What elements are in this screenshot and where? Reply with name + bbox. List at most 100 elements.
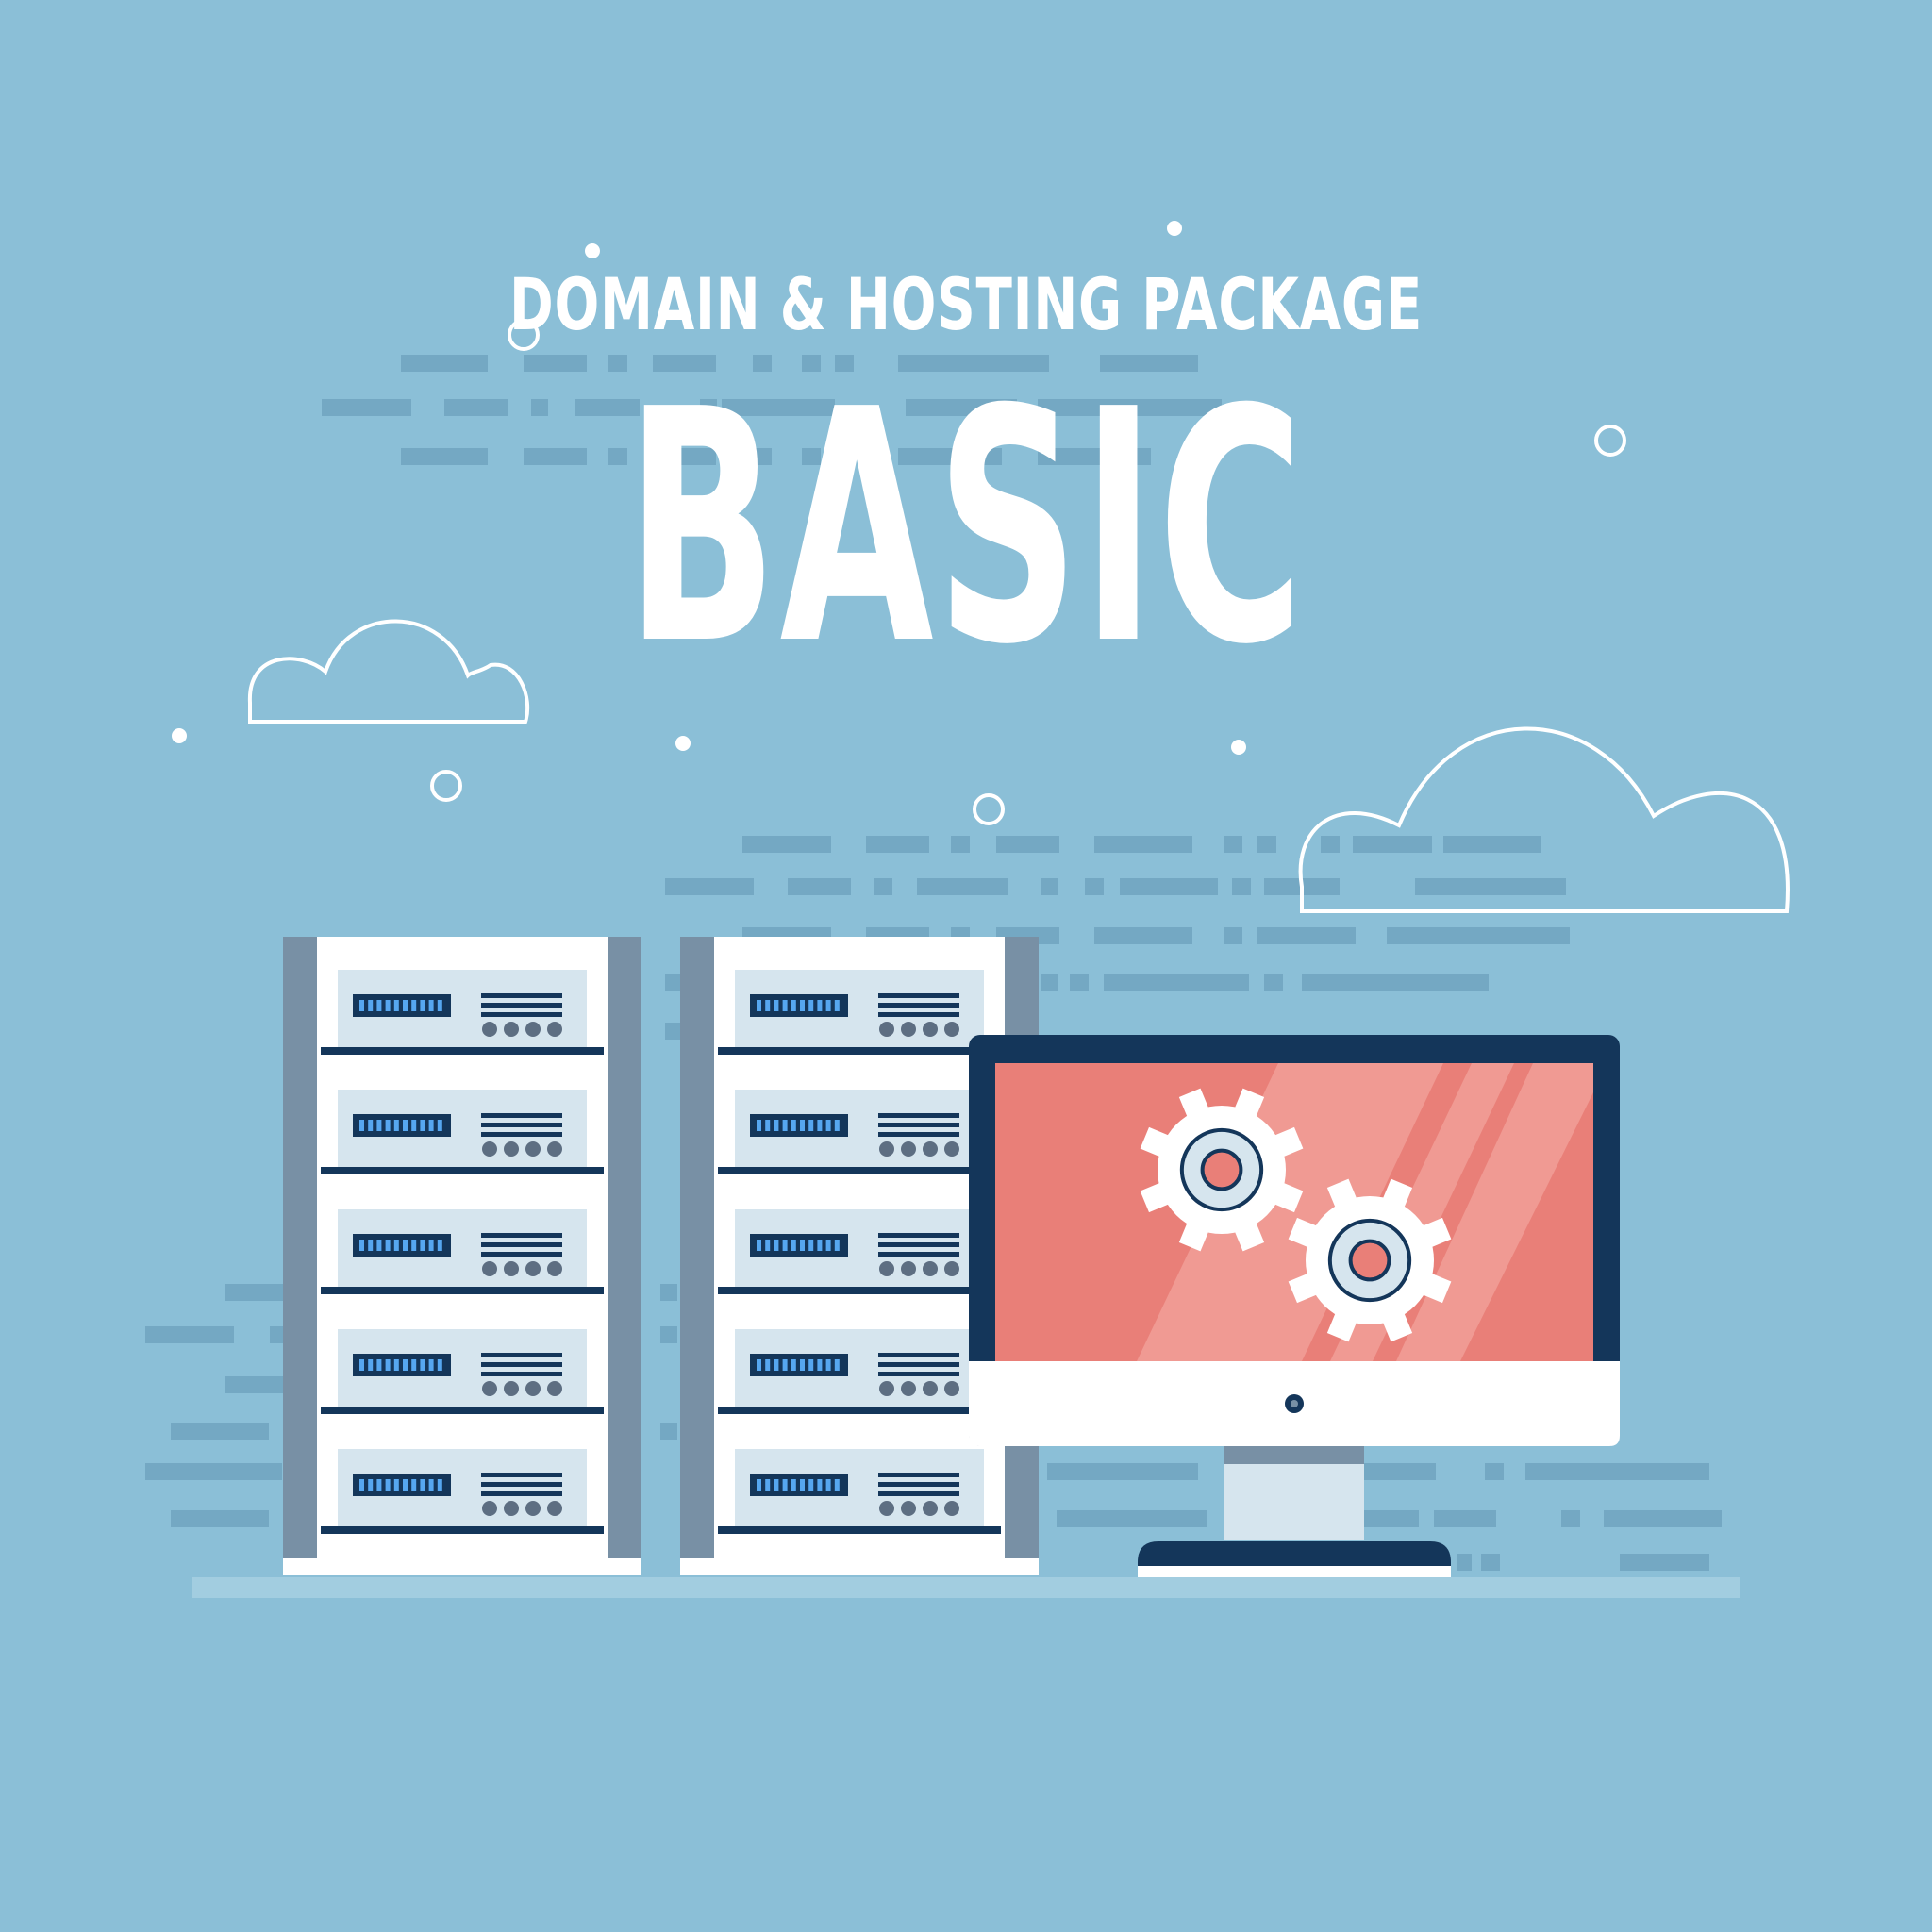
vent-line (481, 1473, 562, 1477)
vent-line (481, 1353, 562, 1357)
monitor-stand-collar (1224, 1445, 1364, 1464)
server-button-icon (504, 1501, 519, 1516)
server-unit-shadow (718, 1167, 1001, 1174)
indicator-led (817, 1120, 823, 1131)
background-dash (575, 399, 640, 416)
dot-icon (1167, 221, 1182, 236)
indicator-led (765, 1000, 771, 1011)
background-dash (1620, 1554, 1709, 1571)
background-dash (874, 878, 892, 895)
background-dash (608, 355, 627, 372)
indicator-led (376, 1120, 382, 1131)
indicator-led (800, 1000, 805, 1011)
background-dash (1094, 836, 1192, 853)
indicator-led (791, 1240, 796, 1251)
server-unit (718, 1305, 1001, 1414)
server-display (750, 1114, 848, 1137)
indicator-led (817, 1240, 823, 1251)
server-button-icon (923, 1381, 938, 1396)
server-button-icon (504, 1022, 519, 1037)
background-dash (753, 355, 772, 372)
background-dash (524, 355, 587, 372)
indicator-led (757, 1000, 761, 1011)
server-rack-icon (283, 937, 641, 1575)
indicator-led (782, 1240, 788, 1251)
server-button-icon (547, 1141, 562, 1157)
indicator-led (437, 1359, 442, 1371)
server-unit-shadow (321, 1047, 604, 1055)
indicator-led (765, 1120, 771, 1131)
background-dash (1594, 1463, 1709, 1480)
indicator-led (800, 1479, 805, 1491)
indicator-led (420, 1240, 425, 1251)
server-button-icon (482, 1141, 497, 1157)
indicator-led (774, 1479, 779, 1491)
background-dash (1321, 836, 1340, 853)
indicator-led (368, 1359, 374, 1371)
indicator-led (359, 1120, 364, 1131)
background-dash (1561, 1510, 1580, 1527)
rack-base (283, 1558, 641, 1575)
server-button-icon (525, 1381, 541, 1396)
background-dash (906, 399, 1017, 416)
indicator-led (800, 1359, 805, 1371)
indicator-led (782, 1479, 788, 1491)
server-unit-shadow (718, 1287, 1001, 1294)
background-dash (660, 1284, 677, 1301)
server-unit (718, 1065, 1001, 1174)
indicator-led (428, 1359, 434, 1371)
server-button-icon (944, 1022, 959, 1037)
vent-line (481, 1482, 562, 1487)
server-unit (321, 1185, 604, 1294)
vent-line (481, 1372, 562, 1376)
server-unit (321, 945, 604, 1055)
server-display (750, 994, 848, 1017)
package-title: BASIC (625, 341, 1307, 715)
indicator-led (393, 1479, 399, 1491)
server-button-icon (879, 1022, 894, 1037)
server-display (353, 1234, 451, 1257)
indicator-led (834, 1000, 840, 1011)
background-dash (531, 399, 548, 416)
background-dash (700, 399, 717, 416)
indicator-led (808, 1120, 814, 1131)
background-dash (1434, 1510, 1496, 1527)
indicator-led (359, 1240, 364, 1251)
background-dash (898, 355, 1049, 372)
indicator-led (403, 1120, 408, 1131)
dot-icon (172, 728, 187, 743)
server-button-icon (504, 1261, 519, 1276)
indicator-led (834, 1240, 840, 1251)
indicator-led (808, 1000, 814, 1011)
server-rack-icon (680, 937, 1039, 1575)
server-unit (321, 1424, 604, 1534)
server-button-icon (923, 1261, 938, 1276)
indicator-led (757, 1479, 761, 1491)
server-unit (718, 945, 1001, 1055)
vent-line (878, 1003, 959, 1008)
background-dash (1070, 974, 1089, 991)
monitor-stand-base (1138, 1541, 1451, 1574)
gear-axle (1348, 1239, 1391, 1282)
server-button-icon (944, 1501, 959, 1516)
gear-axle (1200, 1148, 1243, 1191)
background-dash (788, 878, 851, 895)
server-display (353, 1474, 451, 1496)
indicator-led (437, 1479, 442, 1491)
indicator-led (385, 1240, 391, 1251)
background-dash (1159, 974, 1249, 991)
vent-line (878, 1473, 959, 1477)
server-display (353, 994, 451, 1017)
indicator-led (791, 1000, 796, 1011)
indicator-led (428, 1000, 434, 1011)
rack-post (680, 937, 714, 1575)
server-button-icon (482, 1261, 497, 1276)
package-subtitle: DOMAIN & HOSTING PACKAGE (509, 262, 1423, 346)
indicator-led (428, 1120, 434, 1131)
dot-icon (1231, 740, 1246, 755)
background-dash (1353, 836, 1432, 853)
background-dash (225, 1376, 285, 1393)
indicator-led (359, 1359, 364, 1371)
background-dash (753, 448, 772, 465)
